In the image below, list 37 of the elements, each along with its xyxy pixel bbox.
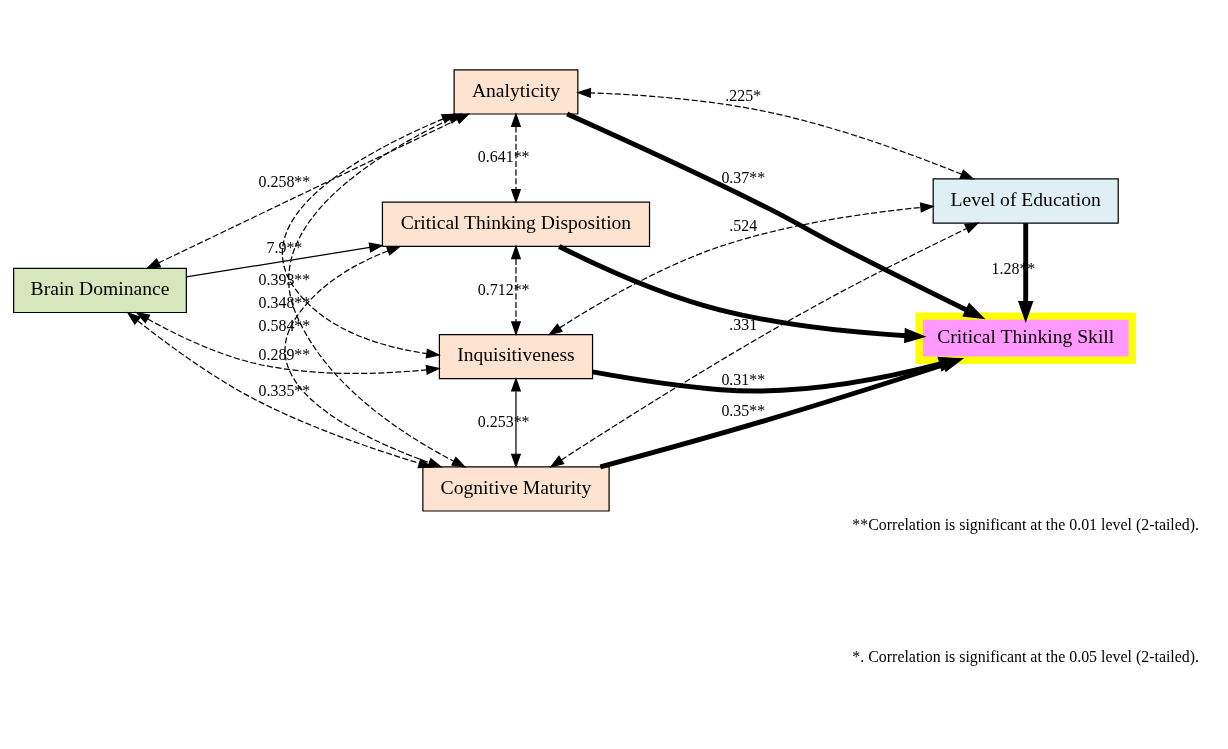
label: *. Correlation is significant at the 0.05 level (2-tailed). (852, 647, 1200, 665)
edge-label: 0.335** (258, 381, 311, 399)
edge-label: 0.31** (721, 370, 766, 388)
edge-label: .225* (725, 86, 762, 104)
arrow (558, 243, 927, 343)
node-box: Brain Dominance (13, 267, 187, 313)
node-box: Critical Thinking Disposition (381, 201, 651, 247)
edge-label: 7.9** (266, 238, 303, 256)
edge-label: 0.289** (258, 345, 311, 363)
arrow (284, 245, 443, 467)
arrow (549, 221, 980, 468)
edge-label: 0.35** (721, 401, 766, 419)
edge-label: 0.584** (258, 316, 311, 334)
node-box: Inquisitiveness (438, 333, 594, 379)
arrow (547, 201, 935, 336)
edge-label: .331 (729, 315, 758, 333)
arrow (126, 311, 433, 468)
arrow (566, 111, 986, 319)
edge-label: 0.641** (477, 147, 530, 165)
node-box: Level of Education (932, 177, 1119, 224)
label: **Correlation is significant at the 0.01 level (2-tailed). (852, 515, 1200, 533)
arrow (185, 241, 384, 277)
edge-label: 0.348** (258, 293, 311, 311)
arrow (135, 311, 441, 375)
node-box: Cognitive Maturity (422, 465, 610, 512)
arrow (510, 244, 522, 336)
edge-label: 0.258** (258, 172, 311, 190)
edge-label: .524 (729, 216, 758, 234)
arrow (576, 87, 975, 180)
edge-label: 0.37** (721, 168, 766, 186)
arrow (1017, 222, 1034, 323)
edge-label: 0.393** (258, 270, 311, 288)
arrow (510, 111, 522, 204)
edge-label: 0.712** (477, 280, 530, 298)
node-box: Analyticity (453, 68, 579, 115)
arrow (510, 376, 522, 468)
node-box: Critical Thinking Skill (915, 312, 1136, 364)
